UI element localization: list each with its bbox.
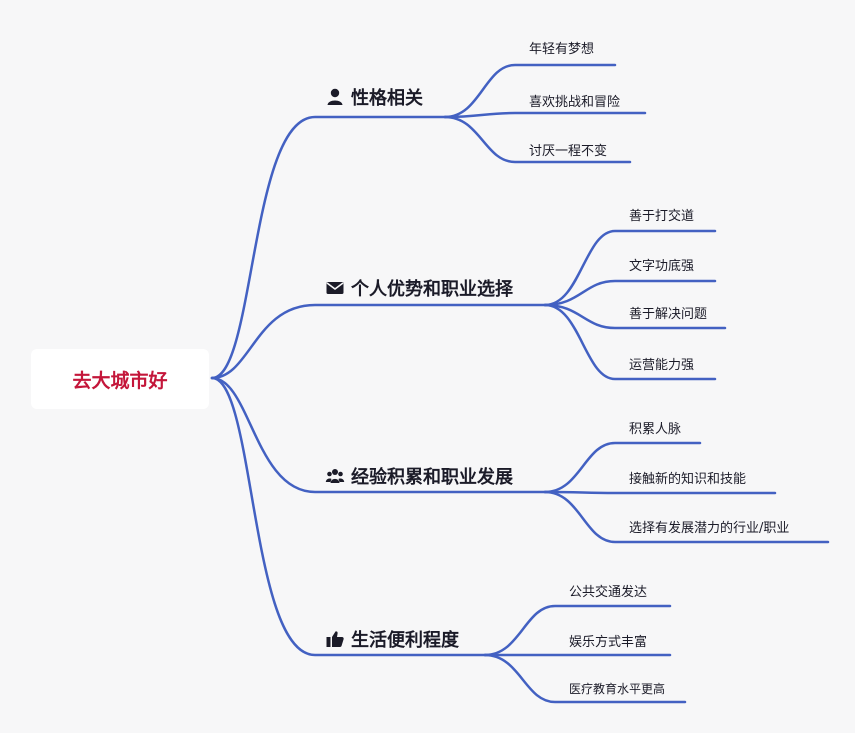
topic-label: 性格相关 — [351, 88, 423, 109]
topic-label: 生活便利程度 — [351, 630, 459, 651]
leaf-node[interactable]: 接触新的知识和技能 — [629, 472, 747, 487]
thumbs-up-icon — [325, 629, 345, 649]
root-label: 去大城市好 — [72, 369, 168, 392]
envelope-icon — [325, 278, 345, 298]
leaf-node[interactable]: 积累人脉 — [629, 422, 682, 437]
user-icon — [325, 87, 345, 107]
connector-topic-2-child-3 — [543, 303, 727, 330]
topic-node-strengths[interactable]: 个人优势和职业选择 — [325, 275, 513, 301]
connector-topic-2-child-4 — [543, 303, 717, 381]
connector-root-topic-4 — [210, 376, 487, 657]
leaf-node[interactable]: 医疗教育水平更高 — [569, 682, 666, 696]
topic-node-convenience[interactable]: 生活便利程度 — [325, 626, 459, 652]
connector-root-topic-3 — [210, 376, 547, 494]
topic-label: 个人优势和职业选择 — [351, 279, 513, 300]
connector-topic-2-child-1 — [543, 229, 717, 307]
connector-topic-4-child-1 — [483, 604, 672, 657]
topic-node-experience[interactable]: 经验积累和职业发展 — [325, 463, 513, 489]
connector-topic-4-child-3 — [483, 653, 687, 704]
leaf-node[interactable]: 选择有发展潜力的行业/职业 — [629, 521, 790, 536]
connector-topic-1-child-1 — [443, 63, 617, 119]
topic-node-personality[interactable]: 性格相关 — [325, 84, 423, 110]
leaf-node[interactable]: 运营能力强 — [629, 358, 695, 373]
topic-label: 经验积累和职业发展 — [351, 467, 513, 488]
leaf-node[interactable]: 公共交通发达 — [569, 585, 648, 600]
leaf-node[interactable]: 文字功底强 — [629, 259, 695, 274]
users-icon — [325, 466, 345, 486]
connector-root-topic-2 — [210, 303, 547, 380]
connector-topic-3-child-2 — [543, 490, 777, 495]
leaf-node[interactable]: 年轻有梦想 — [529, 42, 595, 57]
leaf-node[interactable]: 善于打交道 — [629, 209, 695, 224]
leaf-node[interactable]: 善于解决问题 — [629, 307, 708, 322]
connector-topic-3-child-3 — [543, 490, 830, 544]
connector-topic-2-child-2 — [543, 279, 717, 307]
root-node[interactable]: 去大城市好 — [31, 349, 209, 409]
connector-topic-3-child-1 — [543, 441, 702, 494]
connector-topic-1-child-2 — [443, 111, 647, 119]
leaf-node[interactable]: 娱乐方式丰富 — [569, 635, 648, 650]
leaf-node[interactable]: 喜欢挑战和冒险 — [529, 95, 621, 110]
leaf-node[interactable]: 讨厌一程不变 — [529, 144, 608, 159]
connector-topic-1-child-3 — [443, 115, 632, 164]
connector-root-topic-1 — [210, 115, 447, 380]
